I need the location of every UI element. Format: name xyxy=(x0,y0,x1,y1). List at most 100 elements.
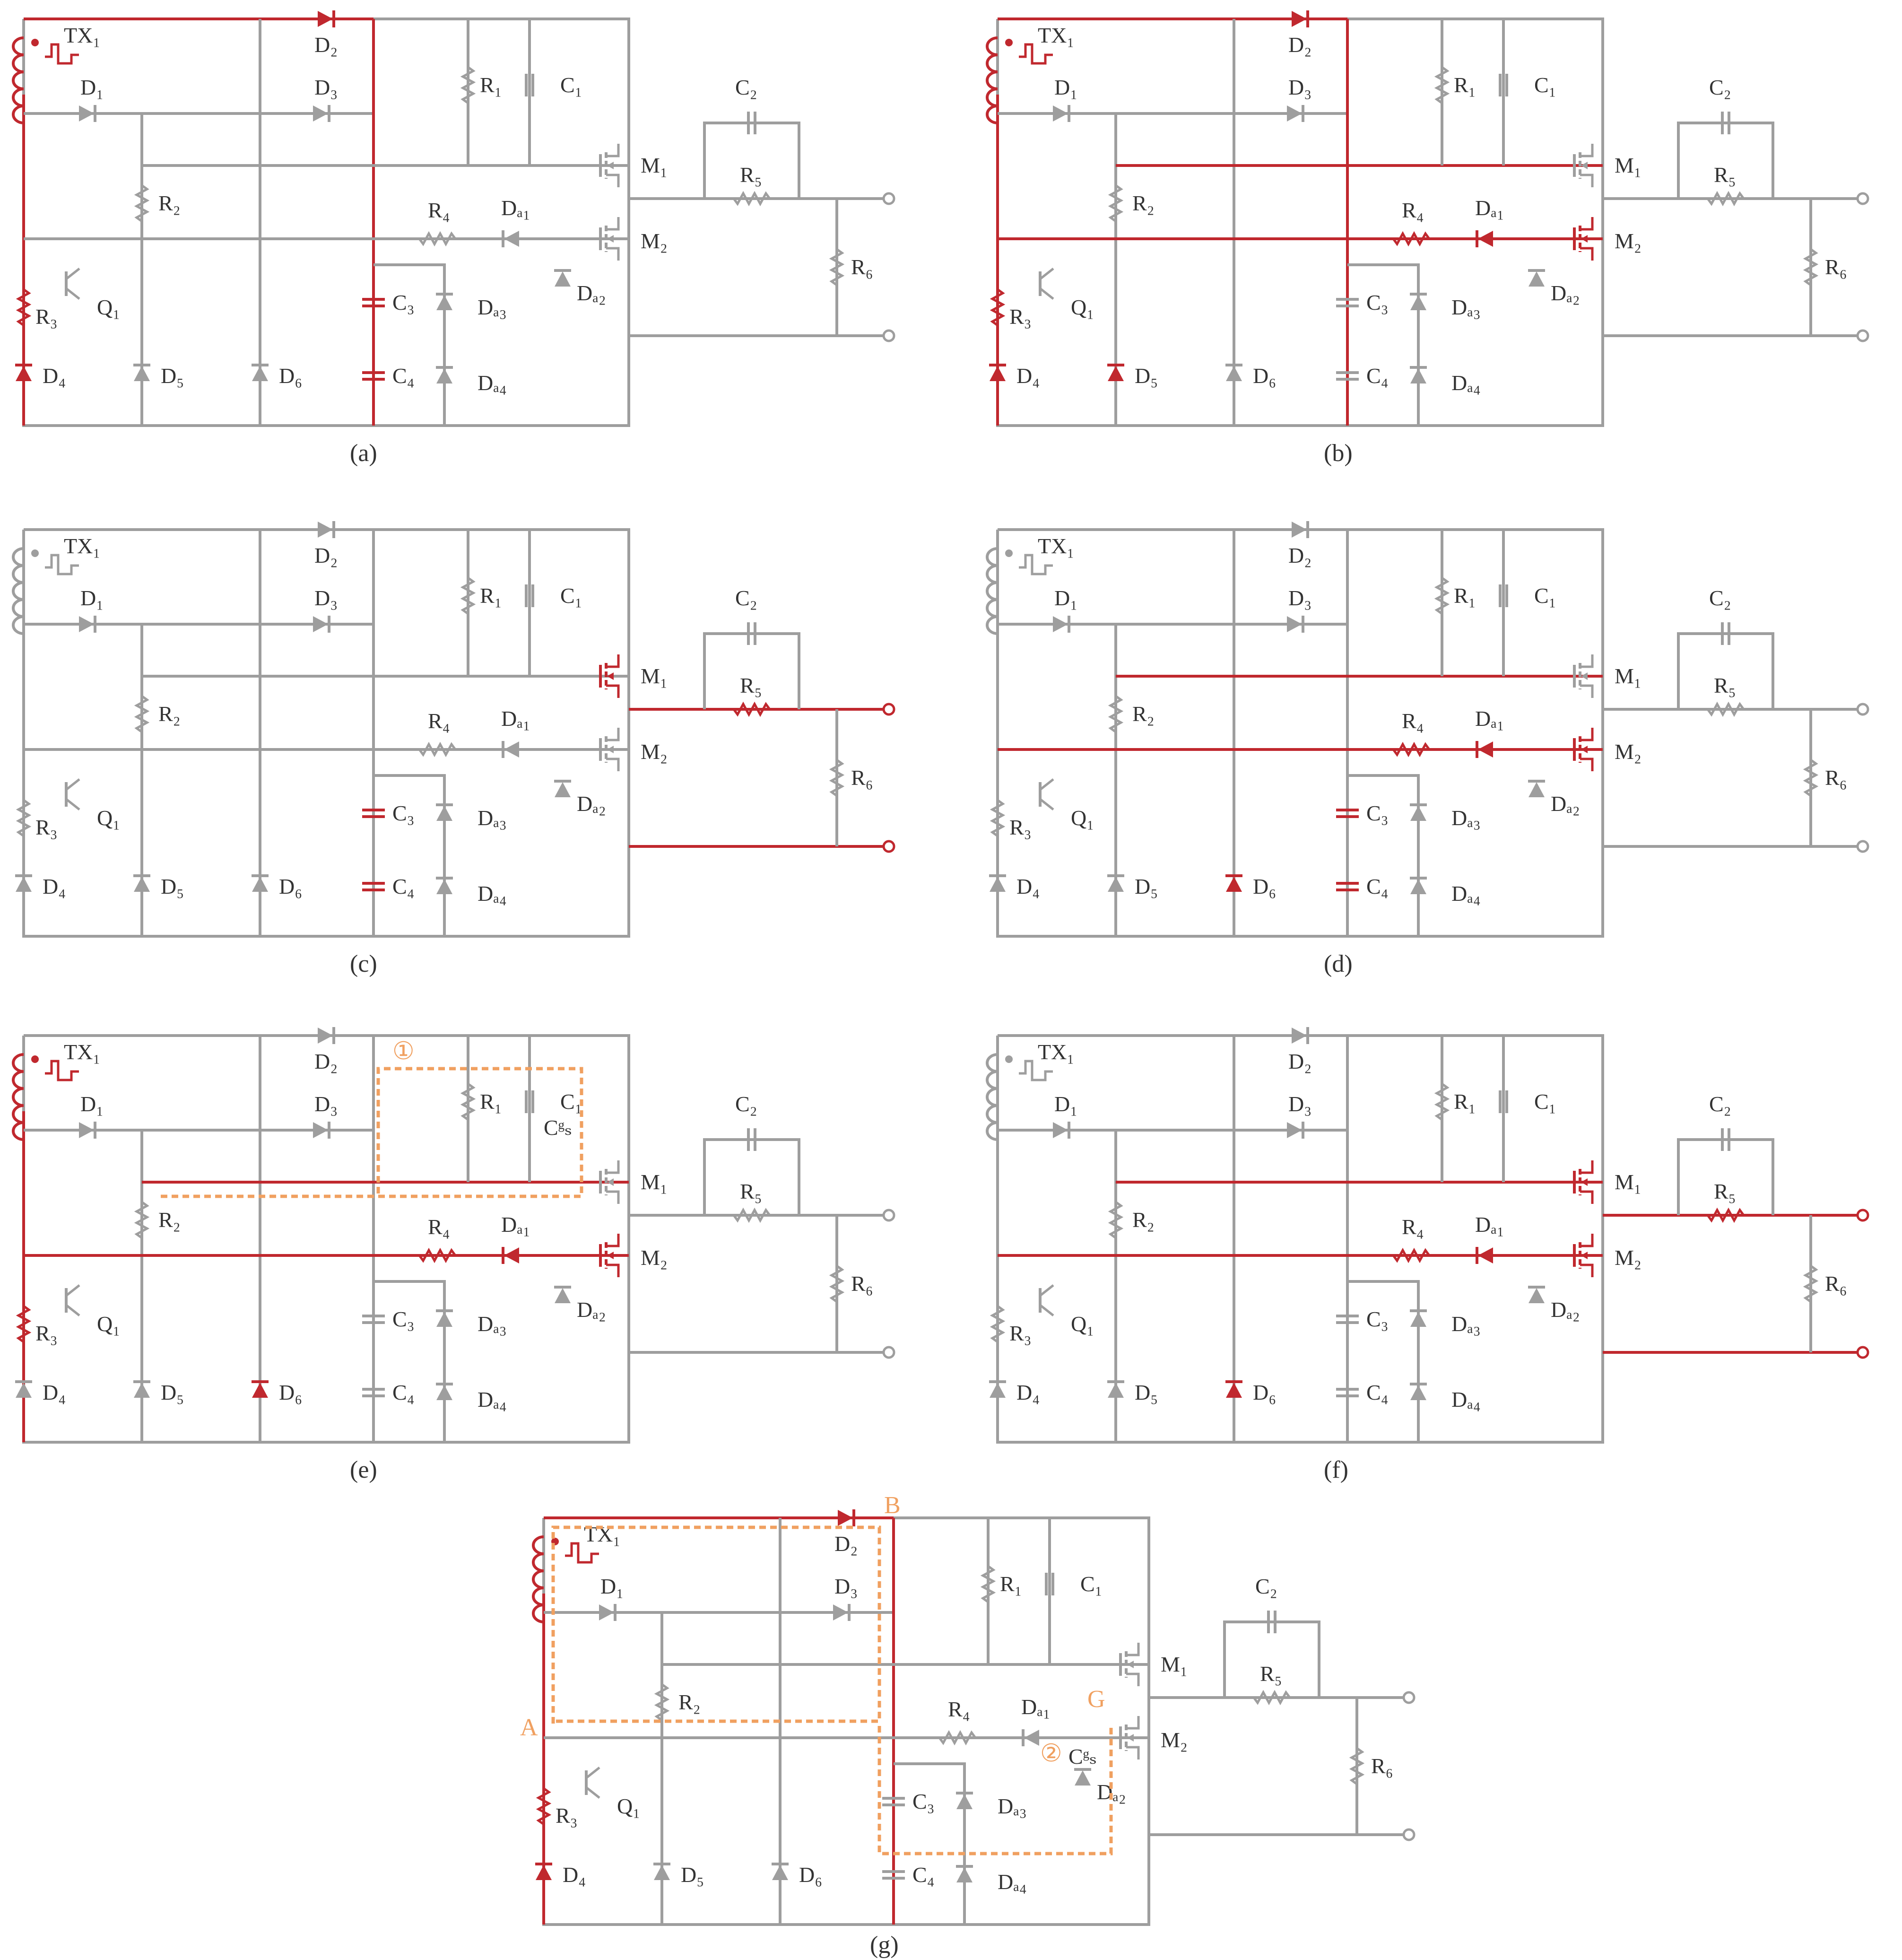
d5-label: D₅ xyxy=(1135,364,1158,388)
q1-transistor-collector xyxy=(65,778,80,791)
r4-label: R₄ xyxy=(428,709,450,733)
c3-label: C₃ xyxy=(912,1789,935,1813)
d2-diode xyxy=(1292,11,1307,27)
da3-label: Dₐ₃ xyxy=(1451,1312,1481,1336)
d3-diode xyxy=(313,105,328,122)
r5-label: R₅ xyxy=(1260,1662,1282,1686)
d5-label: D₅ xyxy=(1135,874,1158,898)
d4-diode xyxy=(536,1865,552,1880)
cap-stack-wire xyxy=(894,1762,966,1925)
m2-mosfet-source xyxy=(606,758,620,771)
r5-resistor xyxy=(732,191,771,207)
d5-label: D₅ xyxy=(161,874,184,898)
da1-diode xyxy=(504,741,519,758)
da2-label: Dₐ₂ xyxy=(1551,281,1580,305)
q1-label: Q₁ xyxy=(1071,1312,1094,1336)
panel-caption-d: (d) xyxy=(1324,950,1353,977)
r5-label: R₅ xyxy=(1714,1179,1736,1203)
panel-caption-f: (f) xyxy=(1324,1456,1348,1483)
c3-label: C₃ xyxy=(392,801,415,825)
da4-label: Dₐ₄ xyxy=(1451,371,1481,395)
tx1-inductor-dot xyxy=(31,1055,39,1063)
path-number-1: ① xyxy=(392,1038,415,1065)
d4-diode xyxy=(990,366,1006,381)
m1-label: M₁ xyxy=(1615,1170,1641,1194)
tx1-inductor xyxy=(986,547,998,635)
d5-diode xyxy=(654,1865,670,1880)
r5-resistor xyxy=(732,701,771,717)
tx1-inductor-dot xyxy=(1005,1055,1013,1063)
da4-diode xyxy=(436,368,452,383)
da4-diode xyxy=(1410,1385,1426,1400)
d6-diode xyxy=(252,877,268,892)
cap-stack-wire xyxy=(373,1280,446,1442)
d5-label: D₅ xyxy=(161,1380,184,1404)
c4-label: C₄ xyxy=(1366,1380,1389,1404)
c1-label: C₁ xyxy=(1080,1572,1103,1596)
r6-resistor xyxy=(1803,248,1819,287)
r4-resistor xyxy=(1392,231,1431,247)
d5-diode xyxy=(1108,877,1124,892)
d2-label: D₂ xyxy=(834,1532,858,1556)
da4-label: Dₐ₄ xyxy=(998,1870,1027,1894)
m1-mosfet-source xyxy=(1580,174,1594,187)
m2-mosfet-drain xyxy=(1580,217,1594,231)
m1-mosfet-source xyxy=(1580,1190,1594,1204)
tx1-inductor-dot xyxy=(1005,549,1013,557)
output-terminal-positive xyxy=(882,192,895,205)
tx1-label: TX₁ xyxy=(64,1040,100,1064)
da2-diode xyxy=(1529,782,1545,797)
m1-label: M₁ xyxy=(1615,664,1641,688)
d4-label: D₄ xyxy=(1016,1380,1040,1404)
r3-label: R₃ xyxy=(1009,815,1032,839)
d1-diode xyxy=(1053,1122,1068,1138)
tx1-label: TX₁ xyxy=(1038,534,1074,558)
r6-label: R₆ xyxy=(851,766,873,790)
m2-label: M₂ xyxy=(1615,740,1641,764)
da4-diode xyxy=(956,1867,973,1882)
tx1-inductor xyxy=(12,547,24,635)
da3-label: Dₐ₃ xyxy=(998,1794,1027,1818)
q1-label: Q₁ xyxy=(97,806,120,830)
m1-mosfet xyxy=(1581,672,1588,680)
r2-label: R₂ xyxy=(158,191,181,215)
m1-mosfet-drain xyxy=(1580,144,1594,157)
d3-label: D₃ xyxy=(314,586,338,610)
path-number-2: ② xyxy=(1040,1740,1062,1767)
r4-resistor xyxy=(418,1247,457,1263)
m1-mosfet-source xyxy=(606,174,620,187)
r5-label: R₅ xyxy=(740,673,762,697)
pulse-waveform xyxy=(45,43,79,65)
c1-label: C₁ xyxy=(560,584,582,608)
d6-diode xyxy=(252,366,268,381)
d1-diode xyxy=(1053,616,1068,632)
d5-diode xyxy=(134,1383,150,1398)
d6-label: D₆ xyxy=(799,1863,822,1887)
d1-diode xyxy=(79,105,94,122)
da1-diode xyxy=(504,231,519,247)
output-terminal-positive xyxy=(1402,1691,1416,1704)
d1-label: D₁ xyxy=(80,586,104,610)
r6-label: R₆ xyxy=(1825,766,1847,790)
q1-transistor-emitter xyxy=(585,1786,600,1799)
q1-transistor-collector xyxy=(585,1767,600,1779)
da2-label: Dₐ₂ xyxy=(577,792,606,816)
d3-diode xyxy=(313,1122,328,1138)
da2-diode xyxy=(555,1288,571,1303)
c2-label: C₂ xyxy=(1709,586,1731,610)
da2-label: Dₐ₂ xyxy=(1551,1298,1580,1322)
da3-diode xyxy=(1410,295,1426,310)
da3-diode xyxy=(436,295,452,310)
r4-label: R₄ xyxy=(948,1697,970,1721)
da2-label: Dₐ₂ xyxy=(577,1298,606,1322)
r3-resistor xyxy=(990,799,1006,837)
da4-diode xyxy=(1410,368,1426,383)
m2-mosfet xyxy=(1581,1252,1588,1259)
d4-label: D₄ xyxy=(43,1380,66,1404)
d3-label: D₃ xyxy=(834,1574,858,1598)
r2-label: R₂ xyxy=(1132,702,1155,726)
m1-label: M₁ xyxy=(641,664,668,688)
pulse-waveform xyxy=(45,1060,79,1081)
c4-label: C₄ xyxy=(1366,874,1389,898)
